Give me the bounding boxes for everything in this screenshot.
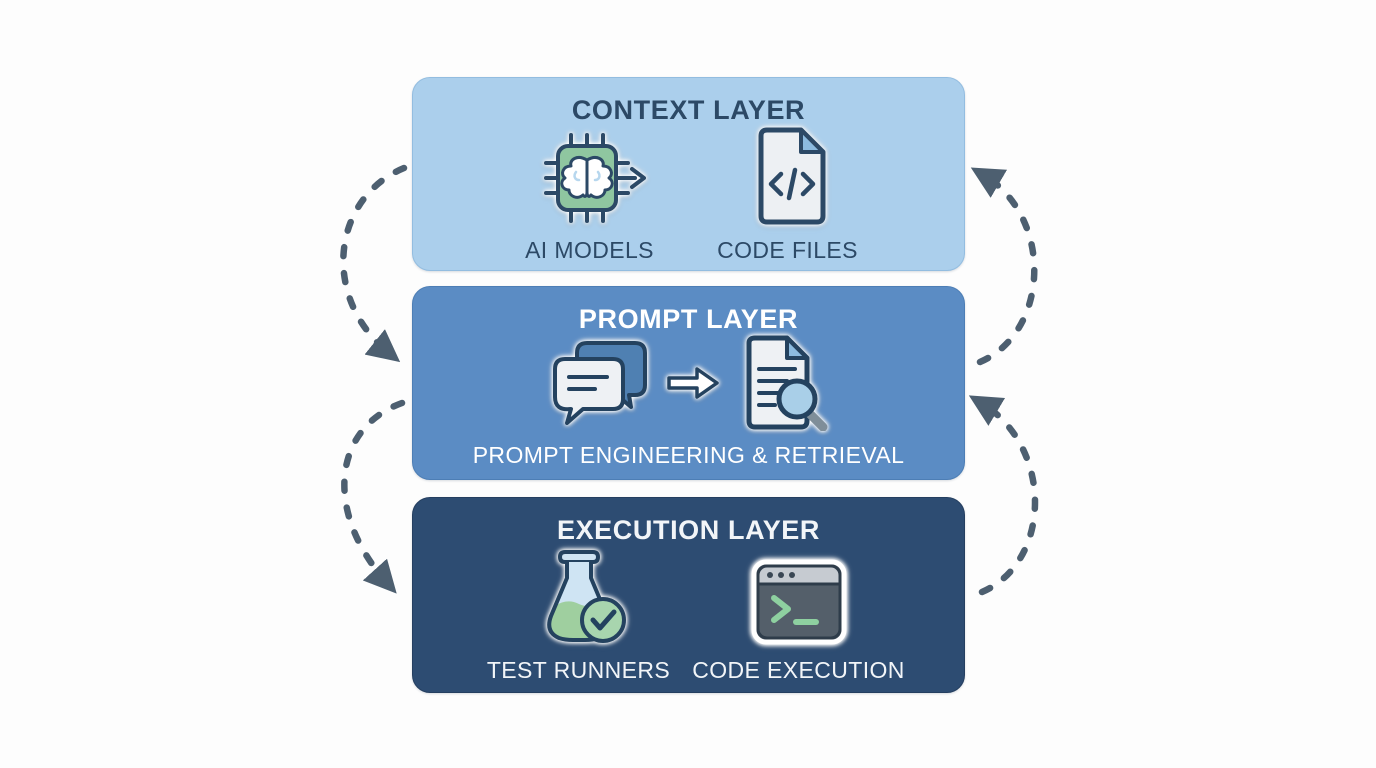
context-layer-box: CONTEXT LAYER	[412, 77, 965, 271]
prompt-engineering-label: PROMPT ENGINEERING & RETRIEVAL	[472, 442, 905, 468]
test-runners-item: TEST RUNNERS	[484, 546, 674, 684]
execution-layer-title: EXECUTION LAYER	[556, 515, 821, 545]
chat-bubbles-to-document-search-icon	[549, 335, 829, 436]
arrow-execution-to-prompt	[968, 395, 1039, 596]
document-search-icon	[735, 335, 829, 436]
execution-layer-box: EXECUTION LAYER TEST RUNNERS	[412, 497, 965, 693]
code-execution-label: CODE EXECUTION	[692, 657, 905, 683]
code-files-label: CODE FILES	[717, 237, 858, 263]
code-execution-item: CODE EXECUTION	[692, 558, 904, 684]
ai-models-label: AI MODELS	[525, 237, 654, 263]
ai-models-item: AI MODELS	[495, 130, 685, 264]
prompt-layer-title: PROMPT LAYER	[578, 304, 799, 334]
context-layer-title: CONTEXT LAYER	[571, 95, 806, 125]
terminal-icon	[750, 558, 848, 651]
arrow-prompt-to-execution	[341, 399, 406, 594]
code-file-icon	[745, 126, 831, 231]
chat-bubbles-icon	[549, 337, 651, 434]
code-files-item: CODE FILES	[693, 126, 883, 264]
test-runners-label: TEST RUNNERS	[486, 657, 671, 683]
prompt-layer-items: PROMPT ENGINEERING & RETRIEVAL	[473, 335, 905, 469]
arrow-context-to-prompt	[340, 164, 408, 363]
ai-chip-brain-arrow-icon	[529, 130, 651, 231]
arrow-right-icon	[665, 365, 721, 406]
prompt-layer-box: PROMPT LAYER	[412, 286, 965, 480]
arrow-prompt-to-context	[970, 167, 1038, 366]
test-flask-check-icon	[527, 546, 631, 651]
context-layer-items: AI MODELS CODE FILES	[495, 126, 883, 264]
execution-layer-items: TEST RUNNERS CODE EXECUTION	[484, 546, 904, 684]
